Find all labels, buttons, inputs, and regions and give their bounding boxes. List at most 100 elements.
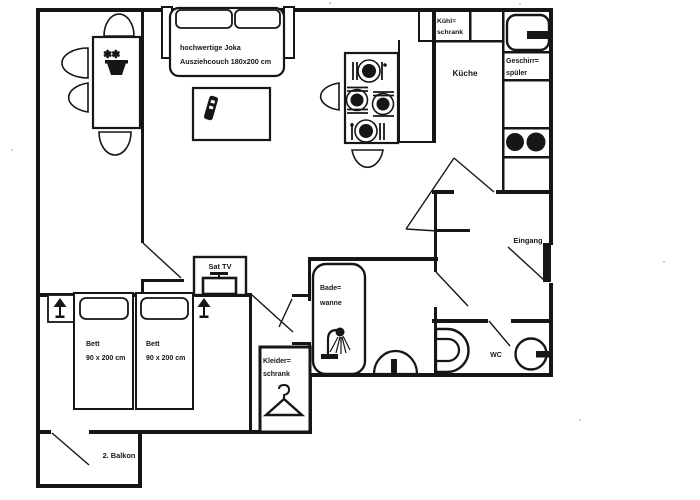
door-swing bbox=[51, 432, 90, 466]
chair bbox=[61, 47, 89, 79]
wall bbox=[503, 51, 550, 54]
wall bbox=[437, 229, 470, 232]
door-swing bbox=[278, 298, 293, 328]
dishwasher-label: spüler bbox=[506, 70, 527, 77]
wall bbox=[432, 319, 488, 323]
wall bbox=[36, 430, 51, 434]
wardrobe-box bbox=[258, 345, 312, 434]
bed-label: Bett bbox=[146, 341, 160, 348]
door-swings bbox=[51, 157, 545, 466]
couch-label: hochwertige Joka bbox=[180, 43, 242, 52]
wc-room: WC bbox=[434, 327, 553, 374]
stove-burner-icon bbox=[506, 133, 524, 151]
wall bbox=[511, 319, 553, 323]
dining-table bbox=[319, 51, 400, 169]
wall bbox=[308, 257, 311, 301]
bed-label: Bett bbox=[86, 341, 100, 348]
entry-door-leaf bbox=[543, 243, 551, 282]
wall bbox=[292, 342, 311, 345]
wall bbox=[141, 8, 144, 243]
couch-cushion bbox=[234, 9, 281, 29]
tv-cabinet: Sat TV bbox=[192, 255, 248, 297]
toilet-icon bbox=[434, 337, 461, 363]
wall bbox=[398, 141, 436, 143]
wardrobe-label: schrank bbox=[263, 371, 290, 378]
coffee-table bbox=[191, 86, 272, 142]
kitchen-label: Küche bbox=[452, 69, 477, 78]
plant-pot-icon bbox=[105, 60, 128, 64]
couch-label: Ausziehcouch 180x200 cm bbox=[180, 57, 271, 66]
wall bbox=[434, 40, 504, 43]
couch-armrest bbox=[283, 6, 295, 59]
wall bbox=[418, 40, 436, 42]
wall bbox=[249, 293, 252, 434]
faucet-icon bbox=[527, 31, 553, 39]
wall bbox=[434, 193, 437, 272]
tv-label: Sat TV bbox=[209, 262, 232, 271]
lamp-icon bbox=[197, 298, 211, 318]
wardrobe-label: Kleider= bbox=[263, 358, 291, 365]
wall bbox=[308, 373, 553, 377]
entrance-label: Eingang bbox=[513, 236, 543, 245]
chair bbox=[67, 82, 89, 113]
kitchen-room: Kühl= schrank Küche Geschirr= spüler bbox=[437, 13, 553, 152]
place-setting bbox=[350, 119, 385, 143]
door-swing bbox=[405, 228, 438, 232]
wall bbox=[503, 127, 550, 130]
fridge-label: Kühl= bbox=[437, 18, 456, 25]
remote-control-icon bbox=[210, 99, 216, 104]
wall bbox=[418, 8, 420, 42]
wall bbox=[432, 8, 436, 143]
wall bbox=[308, 257, 438, 261]
faucet-icon bbox=[391, 359, 397, 375]
couch-cushion bbox=[175, 9, 233, 29]
wall bbox=[503, 79, 550, 82]
bathtub bbox=[311, 262, 367, 376]
wall bbox=[502, 8, 505, 192]
wall bbox=[549, 8, 553, 245]
pillow bbox=[79, 297, 129, 320]
lamp-icon bbox=[53, 298, 67, 318]
chair bbox=[319, 82, 340, 111]
hanger-icon bbox=[262, 383, 306, 417]
balcony-label: 2. Balkon bbox=[103, 451, 136, 460]
stove-burner-icon bbox=[526, 132, 546, 152]
pillow bbox=[140, 297, 189, 320]
door-swing bbox=[507, 246, 545, 281]
bathroom: Bade= wanne bbox=[311, 262, 419, 376]
chair bbox=[98, 131, 132, 156]
tv-icon bbox=[201, 276, 238, 296]
scan-noise bbox=[11, 1, 666, 421]
wall bbox=[549, 283, 553, 377]
wc-label: WC bbox=[490, 352, 502, 359]
bathtub-label: Bade= bbox=[320, 285, 341, 292]
place-setting bbox=[371, 91, 395, 117]
chair bbox=[103, 13, 135, 37]
wall bbox=[36, 8, 40, 488]
wall bbox=[469, 8, 472, 42]
place-setting bbox=[352, 59, 387, 83]
chair bbox=[351, 149, 384, 169]
coffee-table-top bbox=[191, 86, 272, 142]
shower-icon bbox=[321, 327, 351, 359]
wardrobe: Kleider= schrank bbox=[258, 345, 312, 434]
door-swing bbox=[488, 320, 511, 347]
wall bbox=[138, 430, 142, 488]
faucet-icon bbox=[536, 351, 553, 358]
wall bbox=[89, 430, 311, 434]
door-swing bbox=[405, 157, 455, 230]
nook-table bbox=[91, 35, 142, 130]
dishwasher-label: Geschirr= bbox=[506, 58, 539, 65]
plant-pot-icon bbox=[107, 63, 126, 75]
bed-label: 90 x 200 cm bbox=[86, 355, 125, 362]
wall bbox=[141, 279, 144, 296]
wall bbox=[496, 190, 553, 194]
door-swing bbox=[453, 157, 495, 193]
wall bbox=[503, 156, 550, 159]
tv-antenna-icon bbox=[210, 272, 228, 275]
door-swing bbox=[251, 294, 294, 333]
wall bbox=[141, 279, 184, 282]
wall bbox=[292, 294, 311, 297]
